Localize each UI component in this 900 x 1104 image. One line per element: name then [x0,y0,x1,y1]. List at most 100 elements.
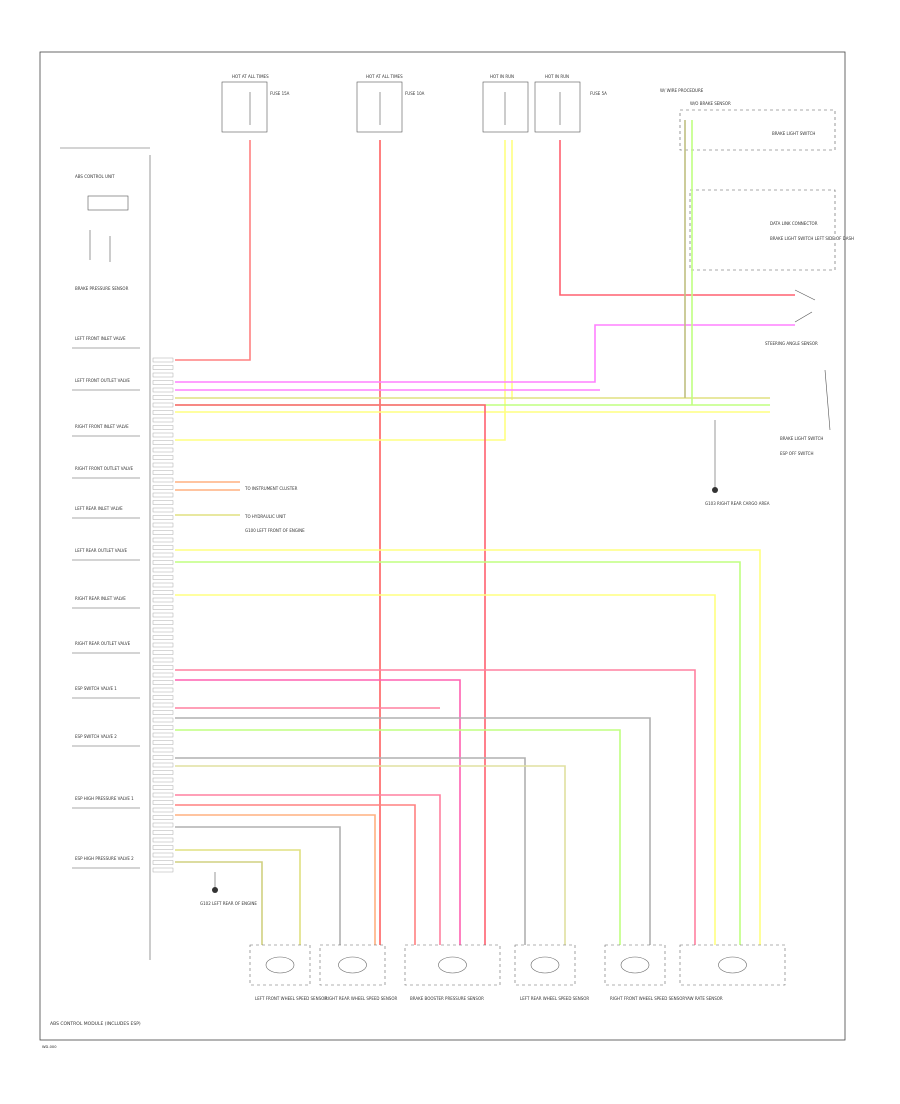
pin [152,507,174,513]
pin [152,455,174,460]
pin [152,815,174,820]
fuse-box-2: HOT AT ALL TIMES FUSE 10A [356,74,425,133]
pin [152,485,174,490]
top-right-label: W/ WIRE PROCEDURE [660,88,704,93]
mid-label-2: TO HYDRAULIC UNIT [244,514,286,519]
pin [152,620,174,625]
pin [152,440,174,445]
module-label-13: ESP HIGH PRESSURE VALVE 2 [75,856,134,861]
wire-15 [175,594,716,945]
fuse-box-3: HOT IN RUN [482,74,529,133]
pin [152,792,174,798]
pin [152,867,174,873]
pin [152,710,174,715]
pin [152,447,174,453]
pin [152,612,174,618]
module-label-6: LEFT REAR INLET VALVE [75,506,123,511]
bottom-component-label-2: BRAKE BOOSTER PRESSURE SENSOR [410,996,484,1001]
left-ground: G102 LEFT REAR OF ENGINE [200,872,257,906]
pin [152,852,174,858]
ground-left-label: G102 LEFT REAR OF ENGINE [200,901,257,906]
wire-21 [175,757,526,945]
footer-code: WD-000 [42,1045,57,1049]
right-label-3: BRAKE LIGHT SWITCH LEFT SIDE OF DASH [770,236,854,241]
wire-25 [175,814,376,945]
right-label-4: STEERING ANGLE SENSOR [765,341,818,346]
right-label-5: BRAKE LIGHT SWITCH [780,436,823,441]
wire-22 [175,765,566,945]
module-label-11: ESP SWITCH VALVE 2 [75,734,117,739]
pin [152,695,174,700]
module-label-8: RIGHT REAR INLET VALVE [75,596,126,601]
pin [152,657,174,663]
pin [152,755,174,760]
pin [152,702,174,708]
bottom-component-5: YAW RATE SENSOR [679,944,786,1001]
pin [152,357,174,363]
module-label-10: ESP SWITCH VALVE 1 [75,686,117,691]
mid-label-3: G100 LEFT FRONT OF ENGINE [245,528,305,533]
wire-4 [559,140,795,296]
pin [152,432,174,438]
pin [152,687,174,693]
pin [152,860,174,865]
pin [152,807,174,813]
pin [152,552,174,558]
bottom-component-label-1: RIGHT REAR WHEEL SPEED SENSOR [325,996,397,1001]
wire-17 [175,679,461,945]
pin [152,395,174,400]
pin [152,492,174,498]
fuse-4-label: HOT IN RUN [545,74,569,79]
pin [152,650,174,655]
wire-20 [175,729,621,945]
pin [152,410,174,415]
fuse-2-label: HOT AT ALL TIMES [366,74,403,79]
pin [152,560,174,565]
pin [152,365,174,370]
pin [152,590,174,595]
fuse-box-4: HOT IN RUN FUSE 5A [534,74,607,133]
pin [152,402,174,408]
module-label-12: ESP HIGH PRESSURE VALVE 1 [75,796,134,801]
wire-2 [175,140,506,441]
pin [152,785,174,790]
module-label-4: RIGHT FRONT INLET VALVE [75,424,129,429]
pin [152,470,174,475]
pin [152,740,174,745]
pin [152,522,174,528]
wire-27 [175,849,301,945]
pin [152,387,174,393]
module-label-9: RIGHT REAR OUTLET VALVE [75,641,131,646]
pin [152,605,174,610]
bottom-component-label-4: RIGHT FRONT WHEEL SPEED SENSOR [610,996,685,1001]
bottom-component-label-5: YAW RATE SENSOR [684,996,723,1001]
module-label-2: LEFT FRONT INLET VALVE [75,336,126,341]
pin [152,425,174,430]
bottom-component-label-0: LEFT FRONT WHEEL SPEED SENSOR [255,996,327,1001]
module-label-5: RIGHT FRONT OUTLET VALVE [75,466,133,471]
wire-19 [175,717,651,945]
module-label-7: LEFT REAR OUTLET VALVE [75,548,128,553]
pin [152,582,174,588]
pin [152,537,174,543]
top-right-sub: W/O BRAKE SENSOR [690,101,731,106]
pin [152,530,174,535]
wire-layer [175,120,795,945]
pin [152,762,174,768]
bottom-component-2: BRAKE BOOSTER PRESSURE SENSOR [404,944,501,1001]
right-label-1: BRAKE LIGHT SWITCH [772,131,815,136]
right-label-2: DATA LINK CONNECTOR [770,221,818,226]
pin [152,777,174,783]
pin [152,545,174,550]
fuse-1-label: HOT AT ALL TIMES [232,74,269,79]
ground-right-label: G103 RIGHT REAR CARGO AREA [705,501,770,506]
wire-5 [175,324,795,383]
fuse-2-rating: FUSE 10A [405,91,425,96]
pin [152,830,174,835]
top-right-component: W/ WIRE PROCEDURE W/O BRAKE SENSOR BRAKE… [660,88,854,456]
pin [152,665,174,670]
